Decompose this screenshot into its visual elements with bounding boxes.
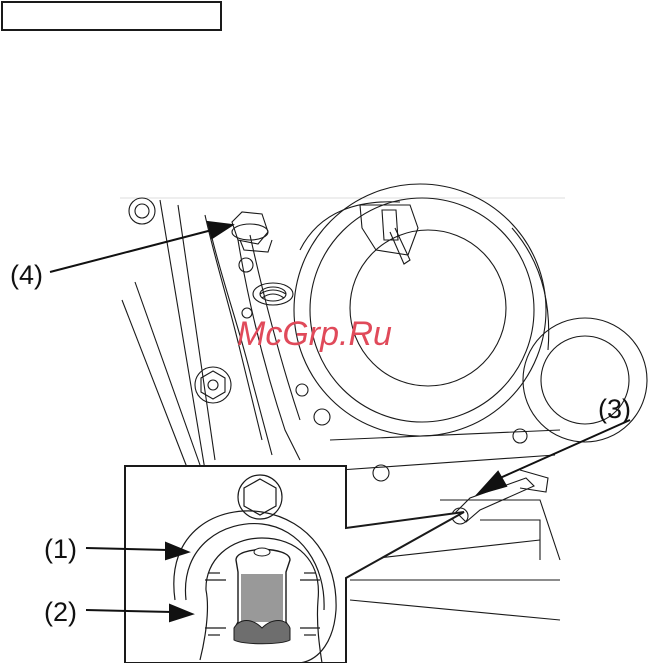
- sight-glass-inset: [125, 466, 464, 663]
- callout-1-label: (1): [44, 534, 77, 564]
- oil-level-fill: [241, 574, 283, 622]
- callout-4-label: (4): [10, 260, 43, 290]
- callout-3-label: (3): [598, 394, 631, 424]
- callout-2-label: (2): [44, 597, 77, 627]
- header-box: [2, 2, 221, 30]
- watermark-text: McGrp.Ru: [237, 315, 392, 353]
